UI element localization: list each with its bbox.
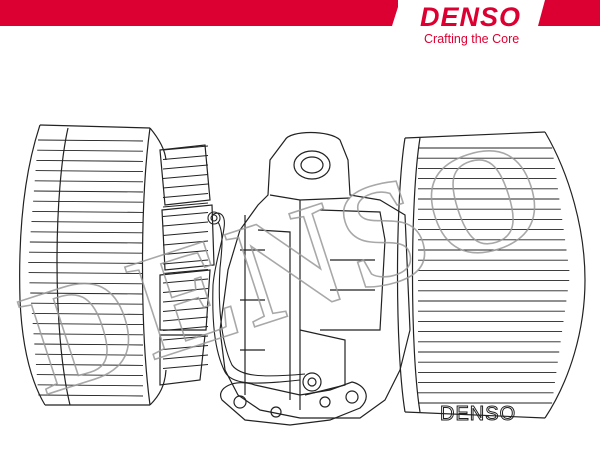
drawing-line [162,364,209,369]
drawing-line [30,292,144,295]
drawing-line [162,288,209,293]
drawing-line [29,251,144,254]
drawing-line [31,221,144,224]
drawing-line [33,190,144,193]
drawing-line [37,149,144,152]
drawing-line [162,326,209,331]
drawing-line [162,145,209,151]
drawing-line [162,231,209,236]
drawing-line [36,159,144,162]
drawing-line [162,259,209,265]
drawing-line [162,316,209,322]
drawing-line [29,282,144,285]
drawing-line [162,250,209,255]
drawing-line [162,174,209,179]
drawing-line [29,241,144,244]
drawing-line [32,210,144,213]
drawing-line [37,384,144,387]
drawing-line [162,345,209,350]
drawing-line [37,139,144,142]
drawing-line [162,221,209,227]
drawing-line [28,261,144,264]
drawing-line [35,363,144,366]
wiring-harness [207,211,306,384]
mounting-bracket [219,372,367,426]
drawing-line [162,155,209,160]
drawing-line [28,272,144,275]
drawing-line [31,312,144,315]
drawing-line [35,170,144,173]
denso-logo: DENSO [420,2,522,32]
brand-tagline: Crafting the Core [424,32,520,46]
drawing-line [162,335,209,341]
drawing-line [35,353,144,356]
drawing-line [32,323,144,326]
drawing-line [31,302,144,305]
drawing-line [33,200,144,203]
drawing-line [162,354,209,360]
watermark-text: DENSO [5,104,569,427]
drawing-line [30,231,144,234]
product-label: DENSO [440,403,516,425]
drawing-line [162,202,209,208]
drawing-line [162,269,209,274]
drawing-line [34,180,144,183]
drawing-line [162,307,209,312]
header-band [0,0,600,26]
drawing-line [162,183,209,189]
drawing-line [162,240,209,246]
drawing-line [36,374,144,377]
header-stripe-left [0,0,398,26]
drawing-line [38,394,144,397]
drawing-line [162,193,209,198]
motor-housing [219,131,411,419]
header-stripe-right [538,0,600,26]
drawing-line [162,278,209,284]
left-gear-ring [159,144,215,386]
drawing-line [162,297,209,303]
right-fan-wheel [396,131,586,419]
drawing-line [33,333,144,336]
drawing-line [162,164,209,170]
drawing-line [34,343,144,346]
drawing-line [162,212,209,217]
left-fan-wheel [19,124,167,406]
